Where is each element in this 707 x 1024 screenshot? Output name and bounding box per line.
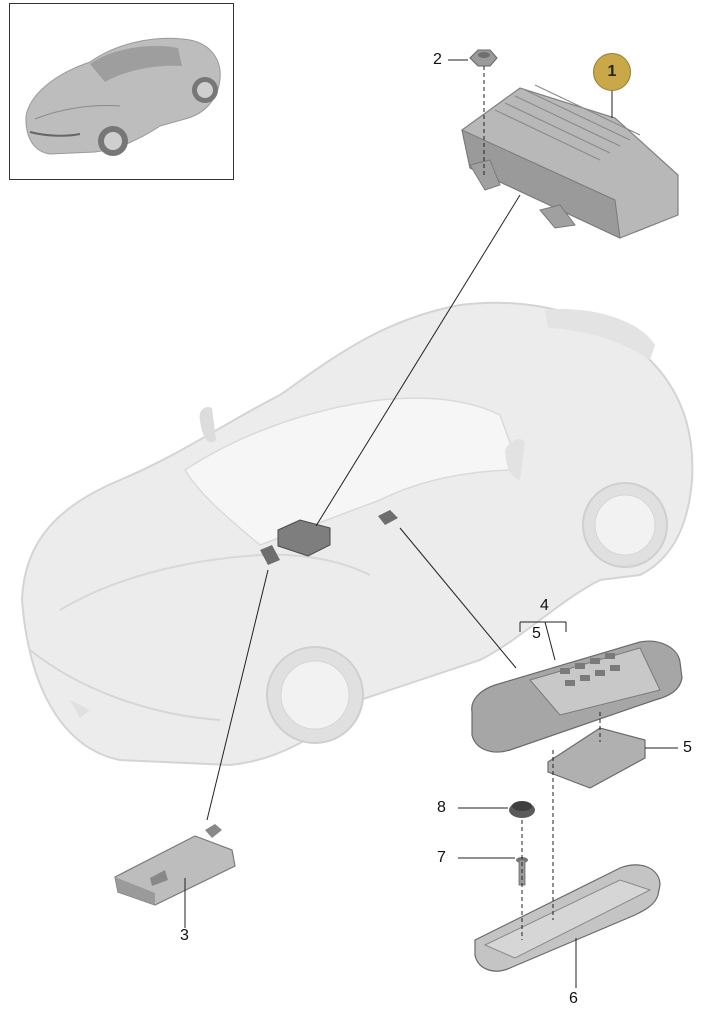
- callout-5-bracket: 5: [532, 625, 541, 642]
- ghost-car-illustration: [20, 301, 694, 767]
- thumbnail-car-icon: [25, 37, 221, 156]
- antenna-module-part: [114, 824, 236, 906]
- callout-7: 7: [437, 849, 446, 866]
- callout-4: 4: [540, 597, 549, 614]
- callout-badge-1: 1: [593, 53, 631, 91]
- callout-5-side: 5: [683, 739, 692, 756]
- control-unit-part: [461, 84, 679, 239]
- callout-8: 8: [437, 799, 446, 816]
- dash-module-part: [260, 510, 398, 565]
- callout-6: 6: [569, 990, 578, 1007]
- callout-3: 3: [180, 927, 189, 944]
- remote-key-part: [471, 640, 683, 753]
- callout-2: 2: [433, 51, 442, 68]
- base-cradle-part: [474, 864, 661, 972]
- leader-lines: [184, 59, 678, 988]
- nut-part: [469, 49, 498, 67]
- insert-plate-part: [547, 727, 646, 789]
- vehicle-thumbnail: [9, 3, 234, 180]
- grommet-part: [509, 801, 535, 818]
